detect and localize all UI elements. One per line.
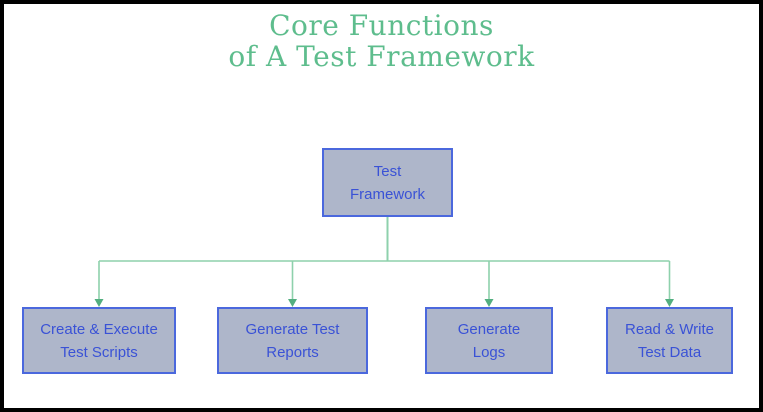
node-generate-reports-line2: Reports xyxy=(266,343,319,361)
node-create-execute-line2: Test Scripts xyxy=(60,343,138,361)
diagram-title-line2: of A Test Framework xyxy=(228,40,535,73)
node-test-framework: Test Framework xyxy=(322,148,453,217)
node-create-execute-line1: Create & Execute xyxy=(40,320,158,338)
node-generate-logs-line1: Generate xyxy=(457,320,521,338)
node-read-write-test-data: Read & Write Test Data xyxy=(606,307,733,374)
arrowhead-child4-icon xyxy=(665,299,674,307)
diagram-title: Core Functions of A Test Framework xyxy=(4,10,759,72)
node-test-framework-line1: Test xyxy=(373,162,402,180)
node-read-write-line1: Read & Write xyxy=(625,320,714,338)
node-read-write-line2: Test Data xyxy=(637,343,702,361)
node-generate-logs: Generate Logs xyxy=(425,307,553,374)
node-create-execute-test-scripts: Create & Execute Test Scripts xyxy=(22,307,176,374)
node-generate-test-reports: Generate Test Reports xyxy=(217,307,368,374)
node-generate-logs-line2: Logs xyxy=(472,343,506,361)
node-test-framework-line2: Framework xyxy=(349,185,425,203)
arrowhead-child1-icon xyxy=(94,299,104,307)
arrowhead-child3-icon xyxy=(484,299,494,307)
diagram-title-line1: Core Functions xyxy=(269,9,494,42)
arrowhead-child2-icon xyxy=(288,299,297,307)
node-generate-reports-line1: Generate Test xyxy=(245,320,340,338)
